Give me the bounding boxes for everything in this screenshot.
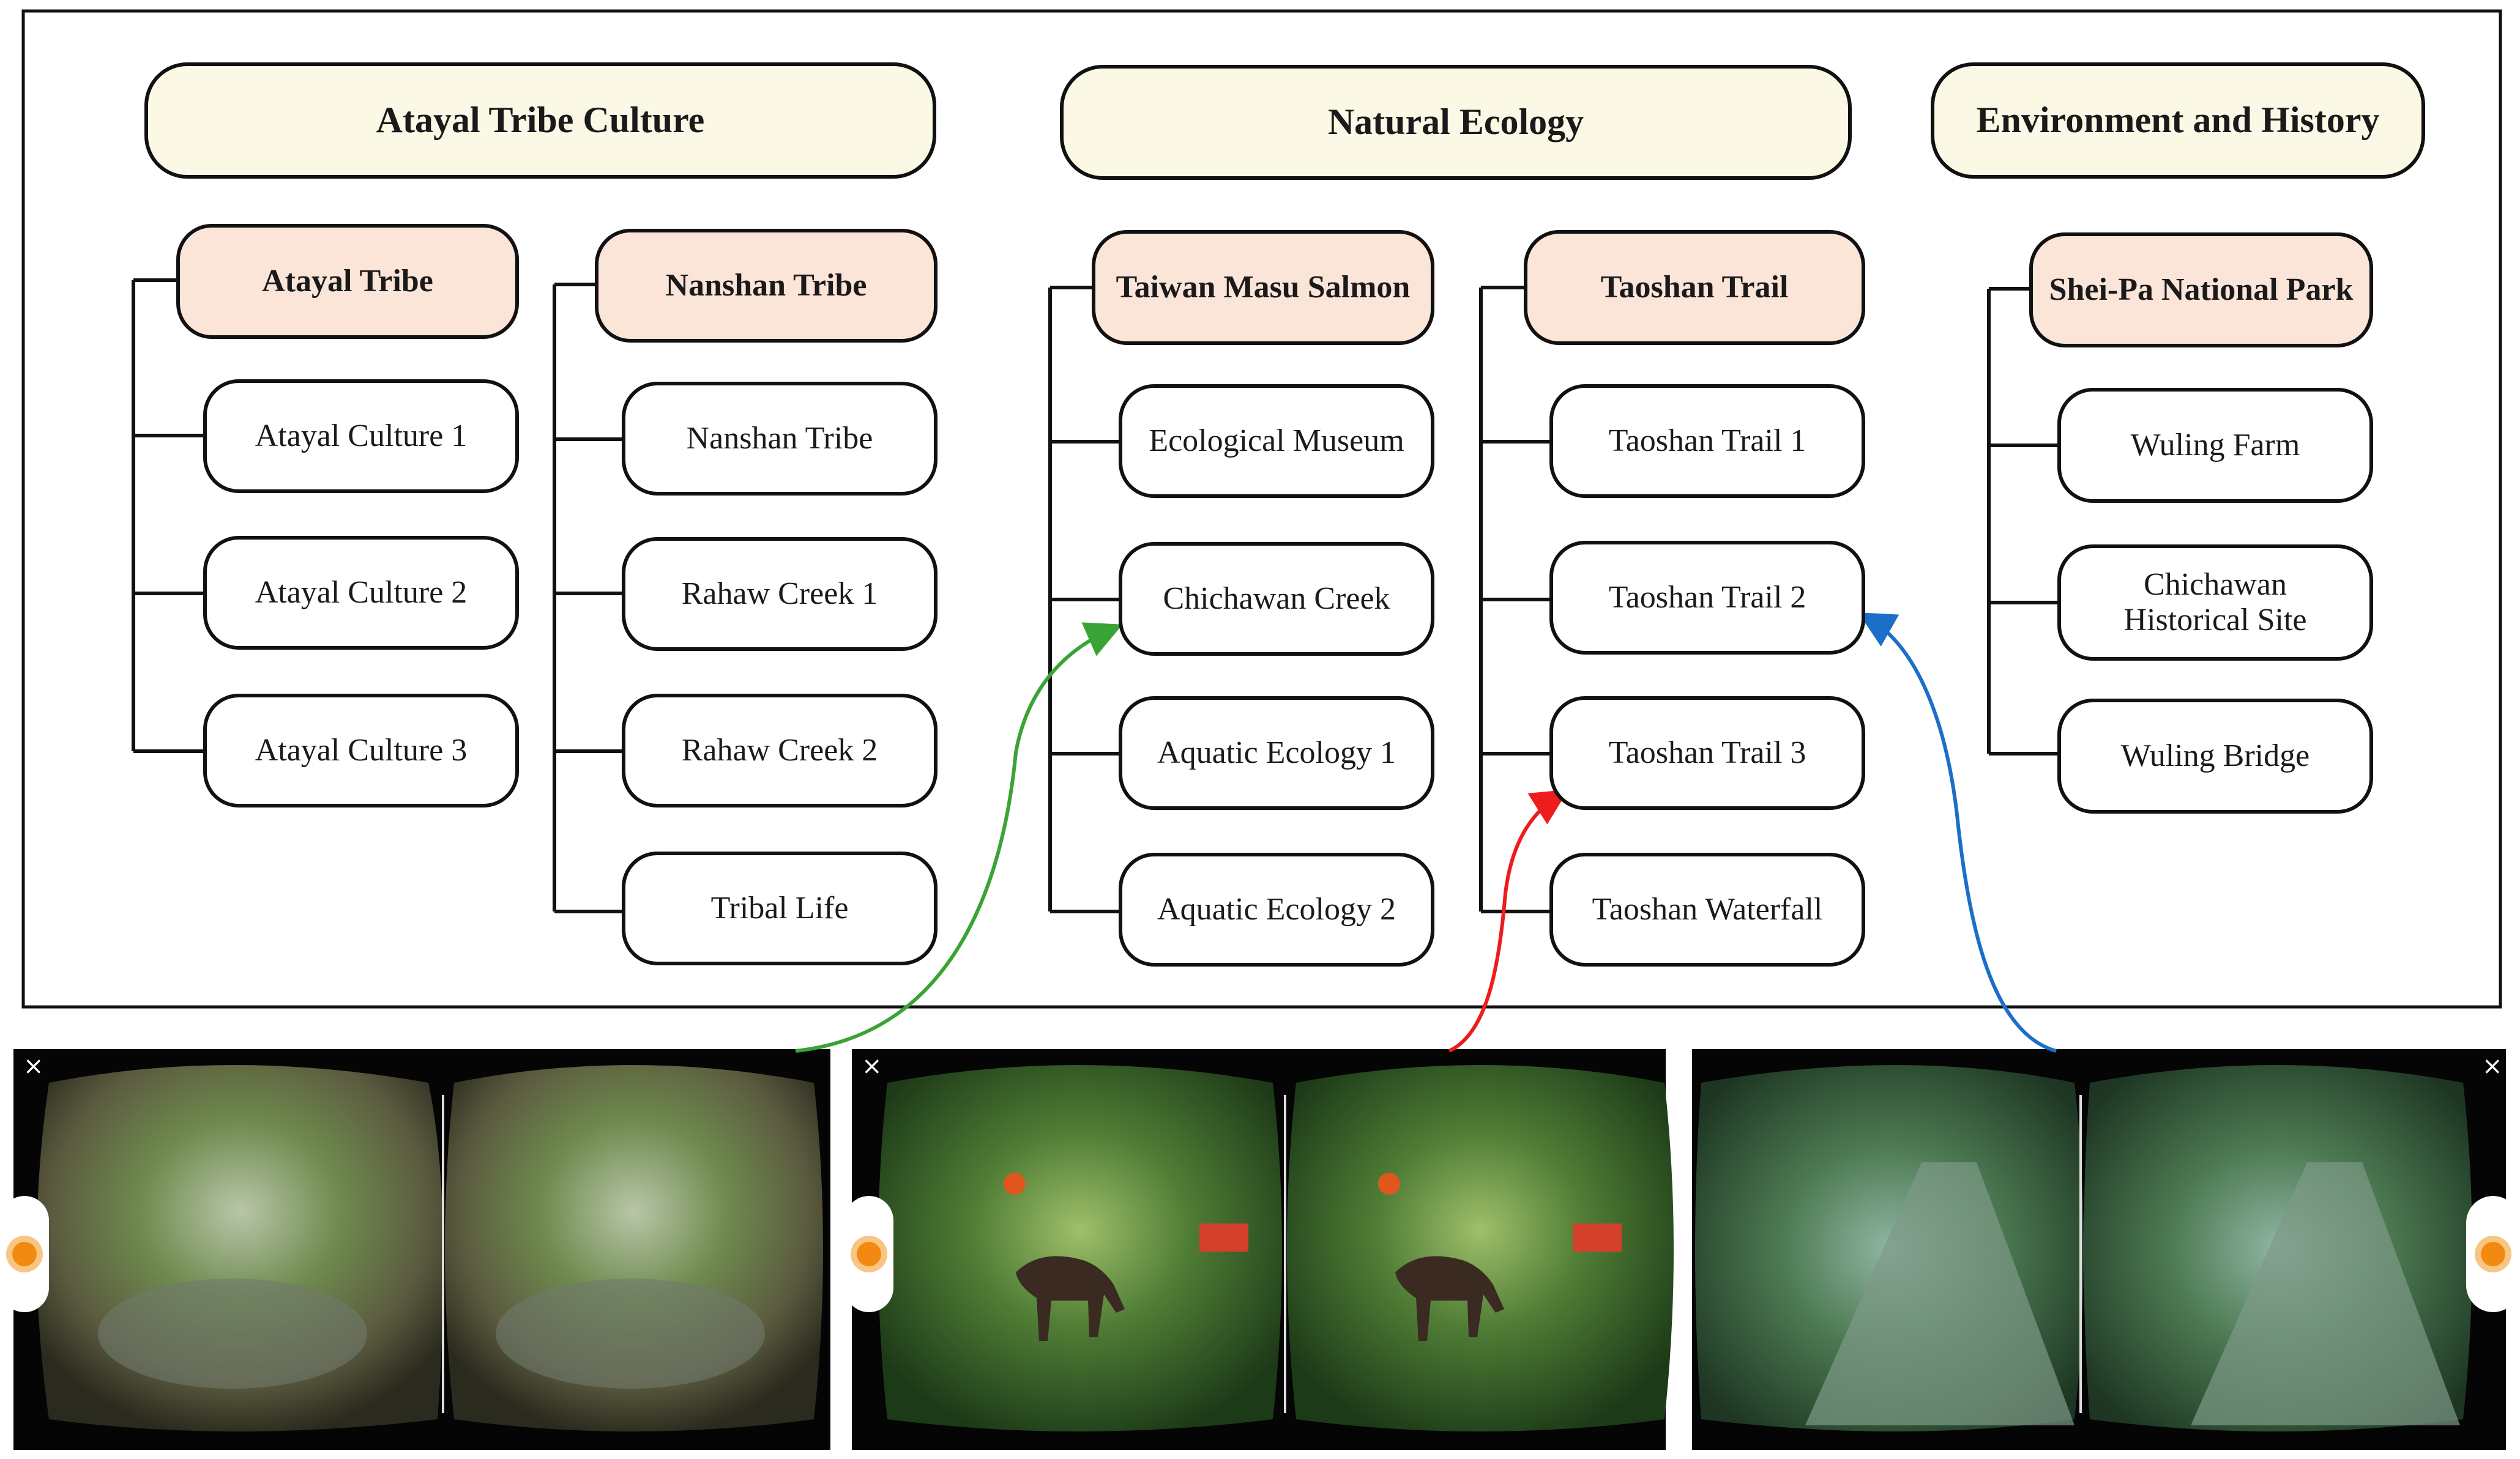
leaf-rahaw-creek-2[interactable]: Rahaw Creek 2 <box>622 694 938 807</box>
leaf-label: Chichawan Creek <box>1163 581 1390 616</box>
category-atayal-tribe-culture: Atayal Tribe Culture <box>144 62 936 179</box>
leaf-tribal-life[interactable]: Tribal Life <box>622 852 938 965</box>
green-arrow <box>795 622 1123 1053</box>
leaf-label: Nanshan Tribe <box>686 420 873 456</box>
close-icon[interactable]: × <box>2482 1052 2503 1080</box>
close-icon[interactable]: × <box>23 1052 44 1080</box>
leaf-label: Chichawan Historical Site <box>2123 566 2307 637</box>
group-label: Nanshan Tribe <box>665 267 867 303</box>
category-label: Natural Ecology <box>1327 102 1584 143</box>
leaf-label: Wuling Bridge <box>2120 738 2310 773</box>
blue-arrow <box>1858 612 2057 1053</box>
red-arrow <box>1448 789 1569 1053</box>
leaf-label: Taoshan Trail 1 <box>1608 423 1806 458</box>
leaf-nanshan-tribe[interactable]: Nanshan Tribe <box>622 382 938 496</box>
leaf-label: Aquatic Ecology 2 <box>1157 891 1396 927</box>
leaf-chichawan-creek[interactable]: Chichawan Creek <box>1119 542 1434 656</box>
category-natural-ecology: Natural Ecology <box>1060 65 1852 180</box>
atayal-tribe-connectors <box>132 278 203 753</box>
category-label: Atayal Tribe Culture <box>376 100 705 141</box>
leaf-label: Atayal Culture 3 <box>255 732 468 768</box>
category-label: Environment and History <box>1976 100 2380 141</box>
group-label: Taiwan Masu Salmon <box>1116 269 1411 305</box>
leaf-wuling-bridge[interactable]: Wuling Bridge <box>2057 699 2373 814</box>
group-taiwan-masu-salmon: Taiwan Masu Salmon <box>1092 230 1434 345</box>
taoshan-connectors <box>1479 286 1549 913</box>
leaf-label: Rahaw Creek 2 <box>681 732 878 768</box>
group-nanshan-tribe: Nanshan Tribe <box>595 229 938 343</box>
group-taoshan-trail: Taoshan Trail <box>1524 230 1865 345</box>
leaf-aquatic-ecology-1[interactable]: Aquatic Ecology 1 <box>1119 696 1434 810</box>
leaf-label: Wuling Farm <box>2130 427 2300 462</box>
leaf-label: Aquatic Ecology 1 <box>1157 735 1396 770</box>
leaf-atayal-culture-2[interactable]: Atayal Culture 2 <box>203 536 519 650</box>
leaf-label: Tribal Life <box>710 890 849 926</box>
nanshan-tribe-connectors <box>553 283 622 913</box>
leaf-label: Rahaw Creek 1 <box>681 576 878 611</box>
vr-scene-3-lenses <box>1692 1049 2506 1450</box>
leaf-taoshan-trail-1[interactable]: Taoshan Trail 1 <box>1549 384 1865 498</box>
vr-scene-1-lenses <box>13 1049 830 1450</box>
leaf-taoshan-trail-3[interactable]: Taoshan Trail 3 <box>1549 696 1865 810</box>
close-icon[interactable]: × <box>862 1052 882 1080</box>
salmon-connectors <box>1048 286 1119 913</box>
leaf-atayal-culture-3[interactable]: Atayal Culture 3 <box>203 694 519 807</box>
group-label: Taoshan Trail <box>1600 269 1789 305</box>
sun-toggle-icon[interactable] <box>0 1196 49 1312</box>
leaf-label: Atayal Culture 1 <box>255 418 468 453</box>
sun-toggle-icon[interactable] <box>2466 1196 2520 1312</box>
sun-toggle-icon[interactable] <box>844 1196 893 1312</box>
leaf-chichawan-historical-site[interactable]: Chichawan Historical Site <box>2057 544 2373 661</box>
leaf-aquatic-ecology-2[interactable]: Aquatic Ecology 2 <box>1119 853 1434 967</box>
leaf-label: Taoshan Trail 2 <box>1608 579 1806 615</box>
category-environment-history: Environment and History <box>1931 62 2425 179</box>
leaf-atayal-culture-1[interactable]: Atayal Culture 1 <box>203 379 519 493</box>
group-shei-pa-national-park: Shei-Pa National Park <box>2029 232 2373 347</box>
leaf-label: Taoshan Waterfall <box>1592 891 1823 927</box>
leaf-label: Ecological Museum <box>1149 423 1404 458</box>
diagram-frame <box>21 9 2502 1009</box>
vr-scene-2-lenses <box>852 1049 1674 1450</box>
group-atayal-tribe: Atayal Tribe <box>176 224 519 339</box>
leaf-rahaw-creek-1[interactable]: Rahaw Creek 1 <box>622 537 938 651</box>
leaf-wuling-farm[interactable]: Wuling Farm <box>2057 388 2373 503</box>
group-label: Shei-Pa National Park <box>2049 272 2354 307</box>
sheipa-connectors <box>1987 287 2057 755</box>
leaf-taoshan-trail-2[interactable]: Taoshan Trail 2 <box>1549 541 1865 655</box>
leaf-ecological-museum[interactable]: Ecological Museum <box>1119 384 1434 498</box>
leaf-taoshan-waterfall[interactable]: Taoshan Waterfall <box>1549 853 1865 967</box>
leaf-label: Taoshan Trail 3 <box>1608 735 1806 770</box>
group-label: Atayal Tribe <box>262 263 433 299</box>
leaf-label: Atayal Culture 2 <box>255 574 468 610</box>
